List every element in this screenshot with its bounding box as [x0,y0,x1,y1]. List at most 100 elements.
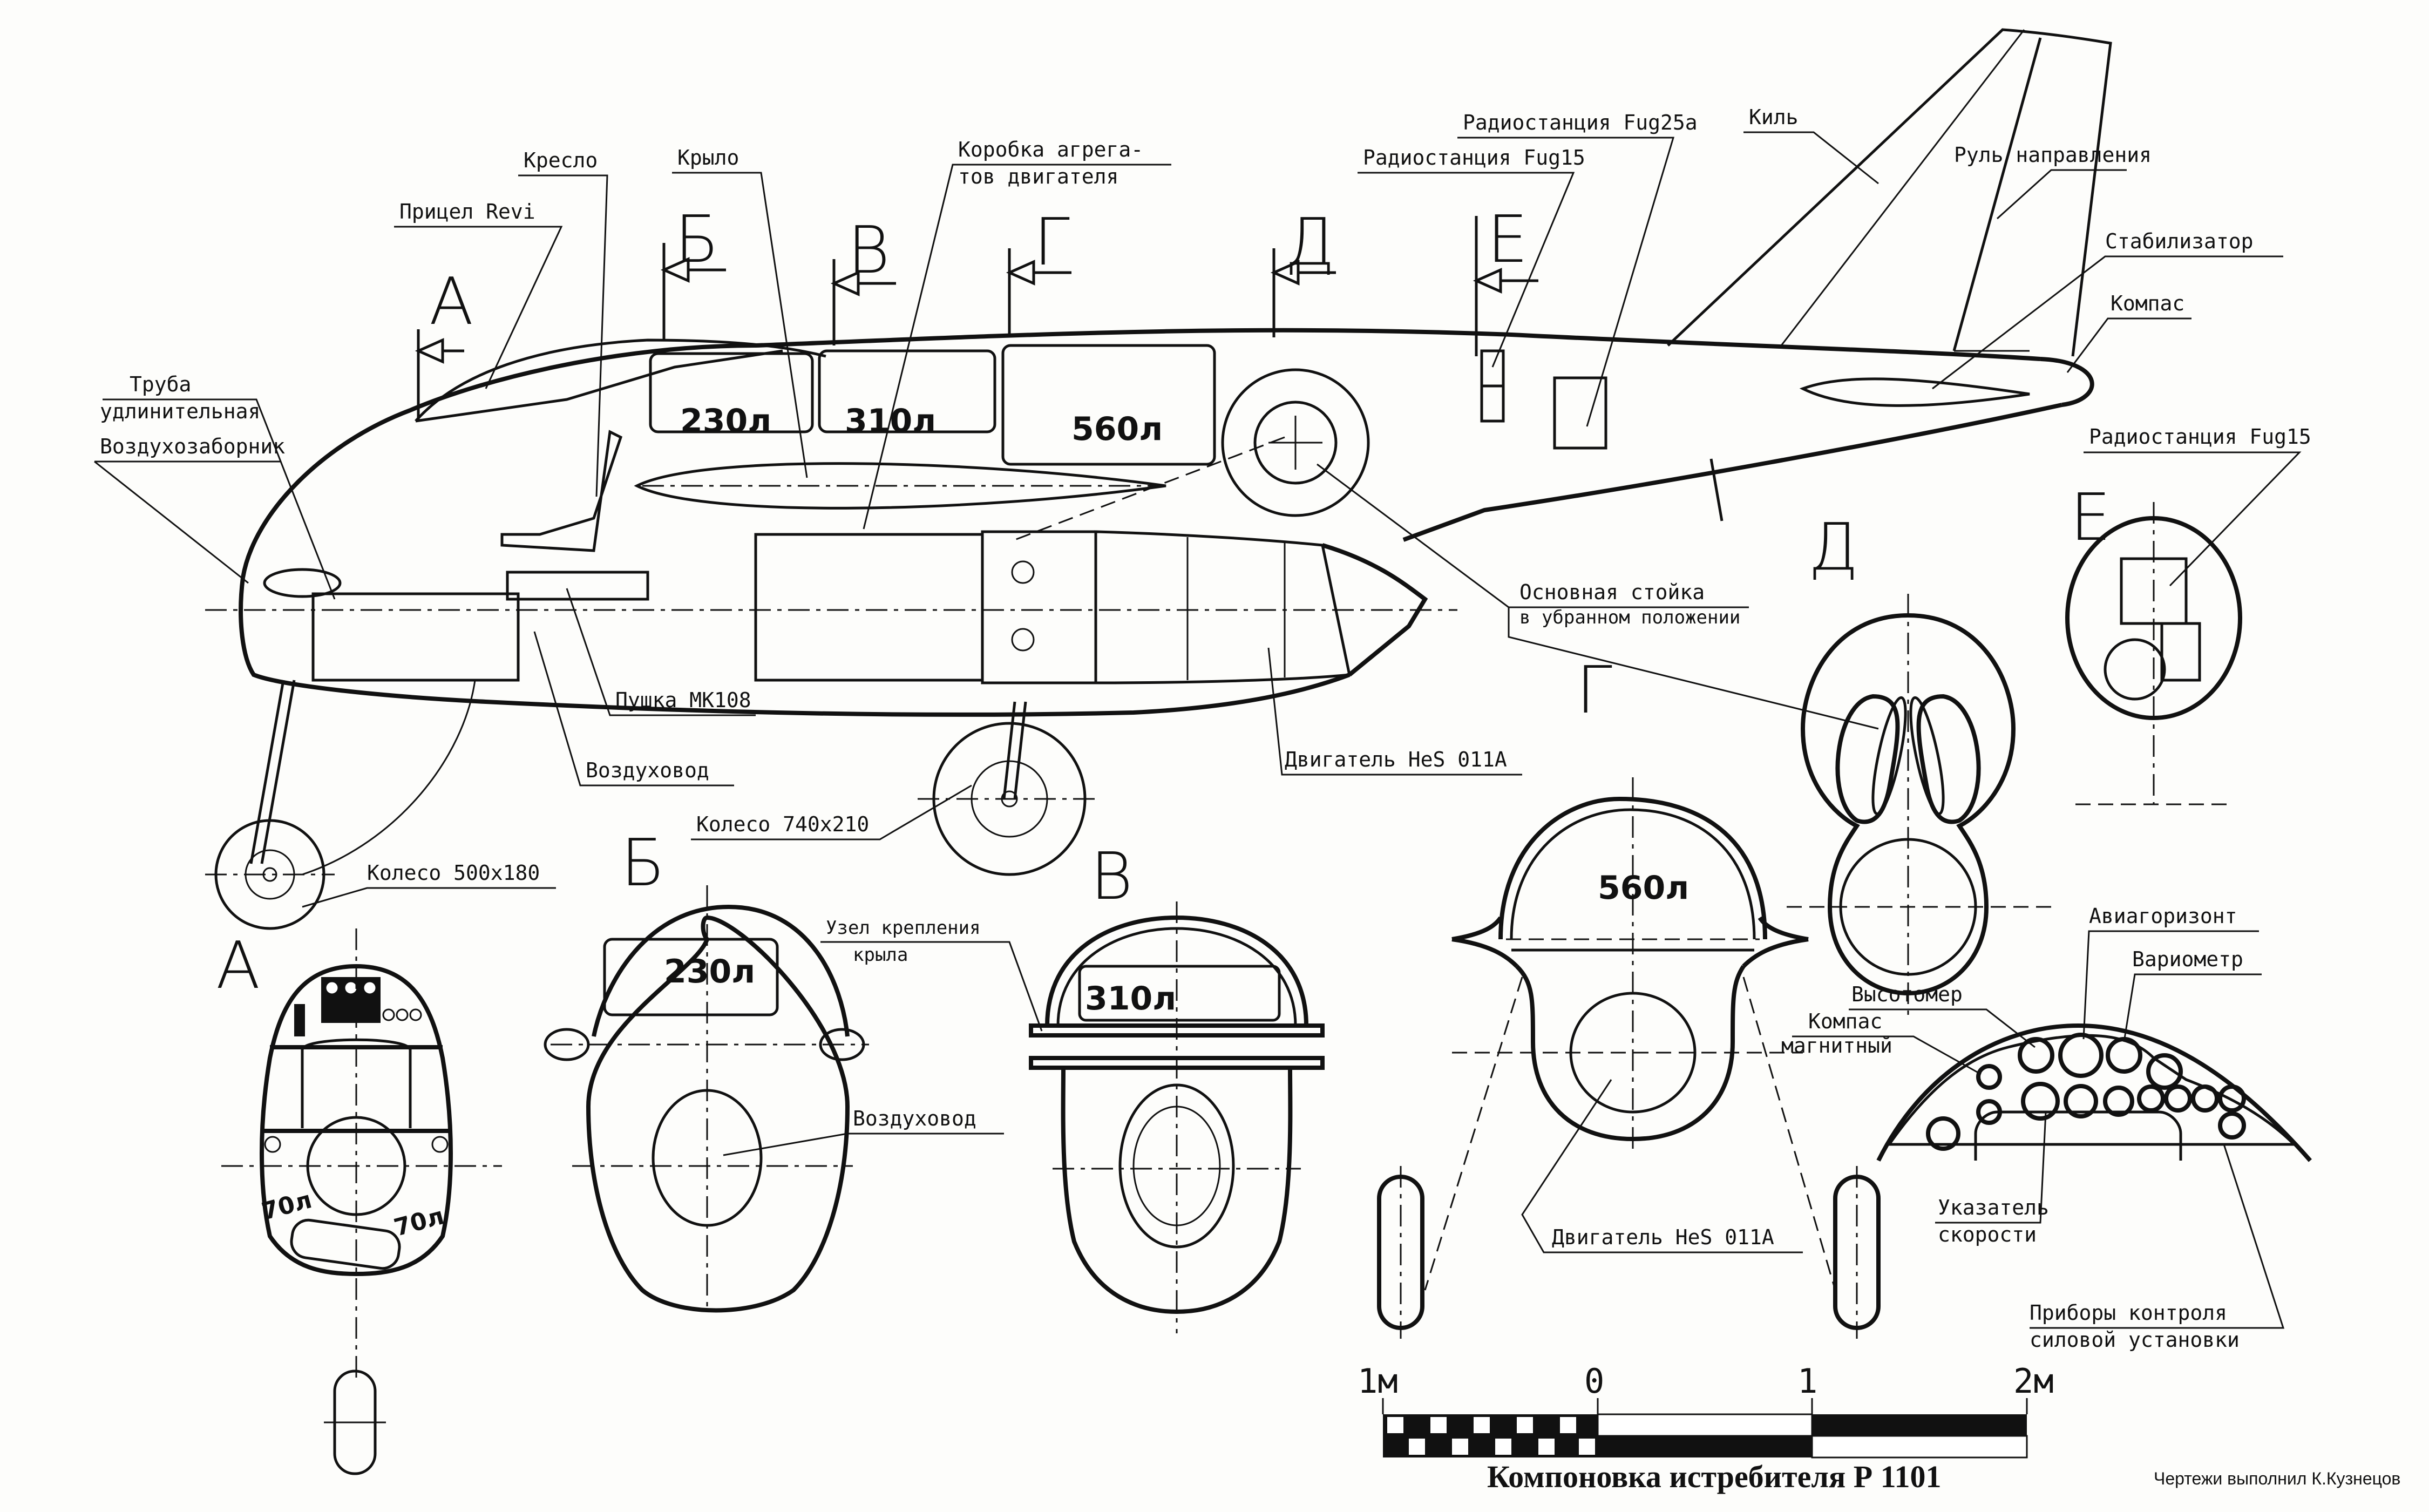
svg-text:Пушка MK108: Пушка MK108 [615,688,751,712]
section-v: В 310л Узел крепления крыла [820,839,1325,1333]
svg-text:Приборы контроля: Приборы контроля [2030,1301,2227,1325]
section-marker-a: А [415,265,473,421]
callout-koleso-main: Колесо 740x210 [691,784,972,840]
callout-krylo: Крыло [672,146,808,478]
svg-text:удлинительная: удлинительная [100,399,260,423]
svg-text:Колесо 740x210: Колесо 740x210 [696,812,869,836]
section-e: Е Радиостанция Fug15 [2065,425,2311,805]
callout-vozdukhozabornik: Воздухозаборник [94,435,285,584]
svg-text:Руль направления: Руль направления [1954,143,2152,167]
svg-text:Д: Д [1285,205,1335,280]
callout-truba: Труба удлинительная [100,372,336,600]
svg-text:А: А [429,265,473,340]
section-marker-d: Д [1270,205,1336,337]
svg-text:Вариометр: Вариометр [2132,947,2243,971]
svg-text:Д: Д [1808,510,1858,585]
section-a-instruments [294,977,422,1036]
svg-text:Труба: Труба [130,372,191,396]
gauge-cluster [1926,1033,2246,1151]
callout-stoika: Основная стойка в убранном положении [1317,463,1879,730]
svg-text:Высотомер: Высотомер [1851,982,1963,1006]
svg-text:скорости: скорости [1938,1223,2037,1246]
callout-vozdukhovod-side: Воздуховод [533,631,734,786]
svg-text:560л: 560л [1598,869,1689,907]
section-marker-e: Е [1473,202,1538,356]
svg-text:Г: Г [1576,653,1612,728]
section-g: Г 560л Двигатель HeS 011A [1377,653,1881,1339]
scale-segment-0-1-top [1597,1413,1813,1437]
section-marker-b: Б [660,202,726,340]
callout-aviagorizont: Авиагоризонт [2082,904,2259,1040]
callout-kompas-magnitny: Компас магнитный [1781,1009,1982,1075]
svg-text:в убранном положении: в убранном положении [1519,607,1740,628]
callout-kompas: Компас [2066,291,2191,373]
svg-text:70л: 70л [391,1202,447,1242]
svg-text:Б: Б [675,202,719,277]
svg-text:Воздухозаборник: Воздухозаборник [100,435,285,458]
callout-kreslo: Кресло [518,148,608,497]
svg-text:Двигатель HeS 011A: Двигатель HeS 011A [1552,1225,1774,1249]
callout-radio-fug25a: Радиостанция Fug25a [1457,111,1698,427]
svg-text:Киль: Киль [1749,105,1799,129]
svg-text:Е: Е [2070,480,2111,555]
svg-text:Авиагоризонт: Авиагоризонт [2089,904,2237,928]
callout-vozdukhovod-section: Воздуховод [723,1107,1004,1156]
svg-text:Воздуховод: Воздуховод [853,1107,976,1130]
svg-text:Прицел Revi: Прицел Revi [399,200,535,223]
svg-text:Коробка агрега-: Коробка агрега- [958,138,1143,161]
scale-tick-label: 2м [2013,1361,2054,1401]
scale-tick-label: 0 [1584,1361,1604,1401]
svg-text:Двигатель HeS 011A: Двигатель HeS 011A [1285,748,1507,771]
callout-kil: Киль [1743,105,1879,185]
callout-pushka: Пушка MK108 [566,588,756,716]
svg-text:крыла: крыла [853,944,908,966]
callout-koleso-nose: Колесо 500x180 [302,861,556,908]
callout-radio-fug15: Радиостанция Fug15 [1358,146,1585,368]
callout-variometr: Вариометр [2123,947,2262,1042]
section-a: А 70л 70л [216,928,502,1475]
side-view-fuselage [205,28,2112,930]
scale-bar: 1м 0 1 2м [1358,1361,2054,1459]
scale-tick-label: 1м [1358,1361,1398,1401]
svg-text:силовой установки: силовой установки [2030,1328,2240,1352]
svg-text:Крыло: Крыло [677,146,739,169]
svg-text:Колесо 500x180: Колесо 500x180 [367,861,540,885]
callout-pritsel: Прицел Revi [394,200,563,389]
svg-text:тов двигателя: тов двигателя [958,165,1118,188]
callout-vysotomer: Высотомер [1849,982,2036,1048]
scale-tick-label: 1 [1797,1361,1817,1401]
svg-text:Кресло: Кресло [524,148,598,172]
section-b: Б 230л Воздуховод [544,826,1004,1313]
tank-volume-230: 230л [680,402,771,440]
svg-text:Указатель: Указатель [1938,1196,2049,1219]
svg-text:Радиостанция Fug25a: Радиостанция Fug25a [1463,111,1698,134]
svg-text:А: А [216,928,260,1004]
svg-text:Радиостанция Fug15: Радиостанция Fug15 [2089,425,2311,449]
svg-text:Е: Е [1487,202,1528,277]
callout-stabilizator: Стабилизатор [1932,229,2283,390]
tank-volume-560: 560л [1071,410,1163,448]
scale-segment-1-2-bottom [1811,1435,2028,1459]
svg-text:Г: Г [1034,205,1070,280]
callout-uzel-krepleniya: Узел крепления крыла [820,917,1043,1032]
callout-pribory-kontrolya: Приборы контроля силовой установки [2030,1144,2285,1352]
scale-segment-0-1-bottom [1598,1436,1812,1457]
svg-text:В: В [847,213,890,288]
section-marker-g: Г [1006,205,1071,337]
svg-text:Воздуховод: Воздуховод [586,758,709,782]
svg-text:Б: Б [621,826,665,901]
scale-segment-1-2-top [1812,1414,2027,1436]
svg-text:Узел крепления: Узел крепления [826,917,981,939]
callout-korobka: Коробка агрега- тов двигателя [863,138,1171,530]
callout-rul: Руль направления [1954,143,2152,220]
callout-dvigatel-section: Двигатель HeS 011A [1521,1079,1803,1253]
section-d: Д [1787,510,2051,1015]
svg-text:Компас: Компас [2111,291,2184,315]
instrument-panel: Авиагоризонт Вариометр Высотомер Компас … [1781,904,2312,1352]
drawing-title: Компоновка истребителя Р 1101 [1487,1459,1941,1494]
drawing-credit: Чертежи выполнил К.Кузнецов [2154,1469,2400,1488]
section-cut-markers: А Б В Г Д Е [415,202,1538,421]
callout-dvigatel-side: Двигатель HeS 011A [1267,647,1522,776]
callout-radio-fug15-section: Радиостанция Fug15 [2084,425,2311,587]
